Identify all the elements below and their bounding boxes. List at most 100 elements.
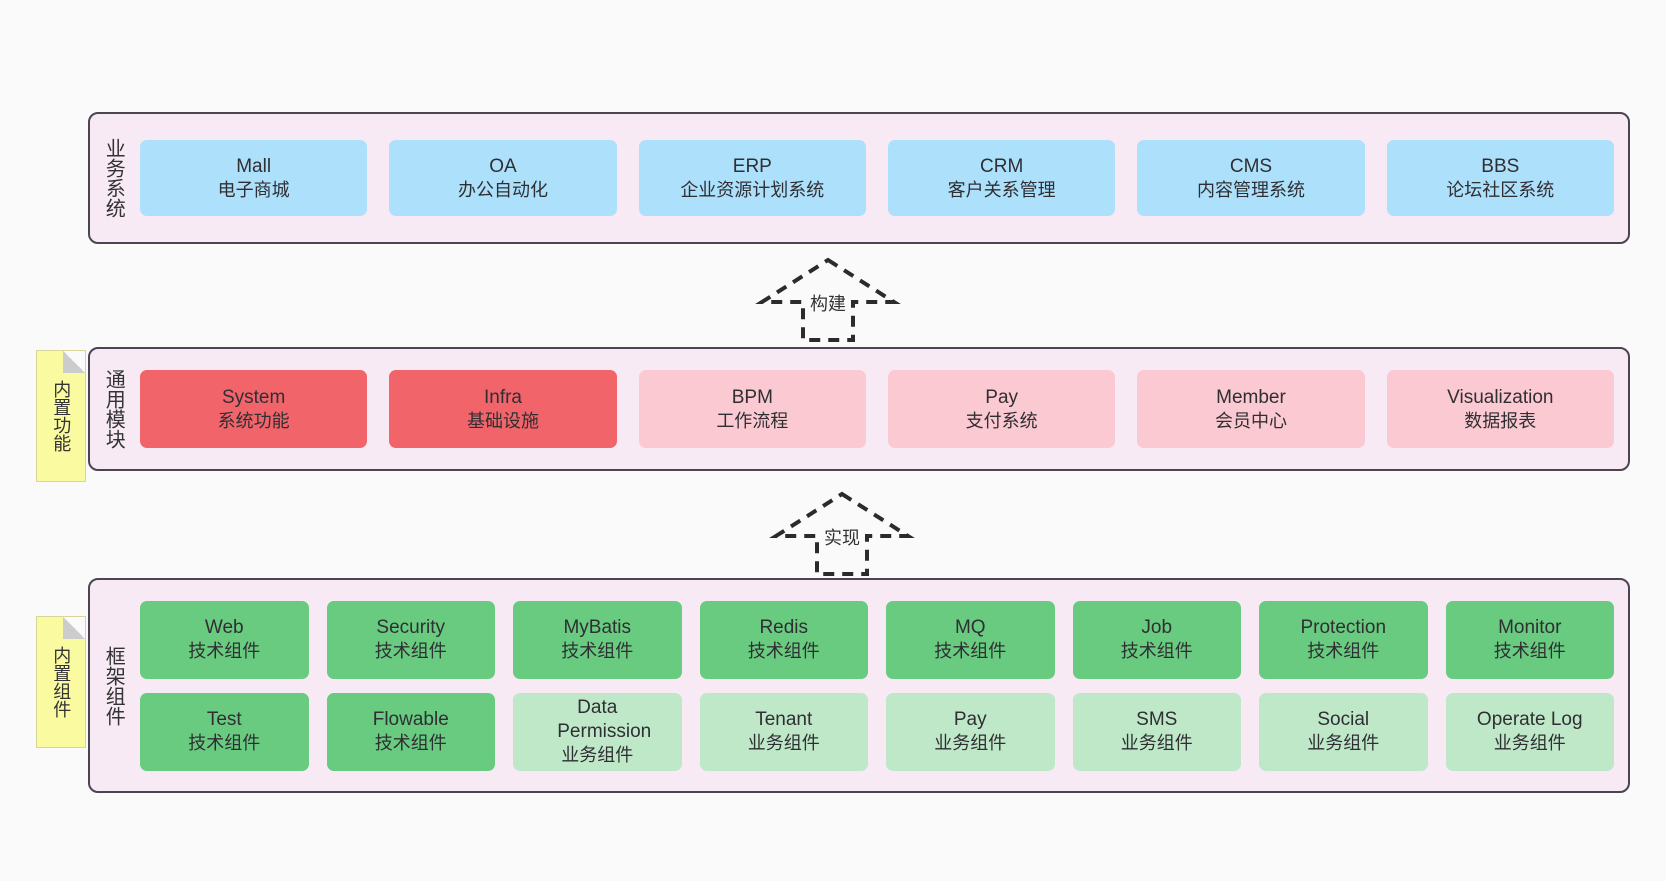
node-cms[interactable]: CMS 内容管理系统: [1137, 140, 1365, 216]
node-sms-en: SMS: [1136, 709, 1178, 731]
node-bpm[interactable]: BPM 工作流程: [638, 370, 866, 448]
layer-common-module-body: System 系统功能 Infra 基础设施 BPM 工作流程 Pay 支付系统…: [136, 349, 1628, 469]
node-tenant[interactable]: Tenant 业务组件: [699, 692, 868, 771]
framework-tech-row: Web 技术组件 Security 技术组件 MyBatis 技术组件 Redi…: [140, 600, 1614, 679]
framework-business-row: Test 技术组件 Flowable 技术组件 Data Permission …: [140, 692, 1614, 771]
node-member-cn: 会员中心: [1214, 410, 1287, 431]
node-infra-en: Infra: [483, 386, 522, 408]
node-test-cn: 技术组件: [188, 733, 261, 754]
node-pay-component-en: Pay: [953, 709, 987, 731]
node-tenant-en: Tenant: [755, 709, 813, 731]
node-security-en: Security: [376, 617, 446, 639]
node-oa[interactable]: OA 办公自动化: [389, 140, 617, 216]
node-data-permission-en: Data Permission: [557, 697, 652, 743]
node-redis-en: Redis: [759, 617, 809, 639]
node-mybatis-en: MyBatis: [563, 617, 632, 639]
node-redis-cn: 技术组件: [747, 641, 820, 662]
node-oa-cn: 办公自动化: [457, 179, 548, 200]
layer-framework-component: 框架组件 Web 技术组件 Security 技术组件 MyBatis 技术组件…: [88, 578, 1630, 793]
node-bpm-en: BPM: [731, 386, 773, 408]
node-cms-en: CMS: [1229, 155, 1273, 177]
node-member[interactable]: Member 会员中心: [1137, 370, 1365, 448]
node-crm[interactable]: CRM 客户关系管理: [887, 140, 1116, 216]
node-infra-cn: 基础设施: [466, 410, 539, 431]
node-visualization[interactable]: Visualization 数据报表: [1386, 370, 1614, 448]
node-system-cn: 系统功能: [217, 410, 290, 431]
node-redis[interactable]: Redis 技术组件: [699, 600, 868, 679]
node-erp-en: ERP: [732, 155, 772, 177]
node-mall-en: Mall: [236, 155, 272, 177]
node-bbs[interactable]: BBS 论坛社区系统: [1386, 140, 1614, 216]
layer-common-module-title: 通用模块: [102, 369, 125, 449]
node-flowable-cn: 技术组件: [374, 733, 447, 754]
node-job-en: Job: [1141, 617, 1173, 639]
node-mall-cn: 电子商城: [217, 179, 290, 200]
node-erp[interactable]: ERP 企业资源计划系统: [638, 140, 866, 216]
node-pay-component[interactable]: Pay 业务组件: [886, 692, 1055, 771]
node-sms[interactable]: SMS 业务组件: [1072, 692, 1241, 771]
node-web-en: Web: [204, 617, 244, 639]
connector-implement-arrow-icon: [769, 491, 915, 576]
node-cms-cn: 内容管理系统: [1196, 179, 1305, 200]
node-mall[interactable]: Mall 电子商城: [140, 140, 368, 216]
node-system-en: System: [221, 386, 286, 408]
common-module-row: System 系统功能 Infra 基础设施 BPM 工作流程 Pay 支付系统…: [140, 370, 1614, 448]
note-builtin-function-label: 内置功能: [51, 380, 72, 452]
node-social[interactable]: Social 业务组件: [1259, 692, 1428, 771]
node-security-cn: 技术组件: [374, 641, 447, 662]
node-flowable[interactable]: Flowable 技术组件: [326, 692, 495, 771]
node-web[interactable]: Web 技术组件: [140, 600, 309, 679]
note-builtin-component-label: 内置组件: [51, 646, 72, 718]
node-oa-en: OA: [489, 155, 517, 177]
node-operate-log-cn: 业务组件: [1493, 733, 1566, 754]
node-web-cn: 技术组件: [188, 641, 261, 662]
node-test[interactable]: Test 技术组件: [140, 692, 309, 771]
node-monitor[interactable]: Monitor 技术组件: [1445, 600, 1614, 679]
connector-implement-label: 实现: [824, 528, 860, 548]
node-crm-cn: 客户关系管理: [947, 179, 1056, 200]
node-system[interactable]: System 系统功能: [140, 370, 368, 448]
node-pay-module[interactable]: Pay 支付系统: [887, 370, 1116, 448]
node-bbs-en: BBS: [1481, 155, 1520, 177]
connector-build-label: 构建: [810, 294, 846, 314]
node-social-cn: 业务组件: [1307, 733, 1380, 754]
node-monitor-cn: 技术组件: [1493, 641, 1566, 662]
node-pay-component-cn: 业务组件: [934, 733, 1007, 754]
node-data-permission[interactable]: Data Permission 业务组件: [513, 692, 682, 771]
node-operate-log[interactable]: Operate Log 业务组件: [1445, 692, 1614, 771]
connector-build-arrow-icon: [755, 257, 901, 342]
node-flowable-en: Flowable: [372, 709, 449, 731]
layer-framework-component-title: 框架组件: [102, 645, 125, 726]
node-protection-cn: 技术组件: [1307, 641, 1380, 662]
business-system-row: Mall 电子商城 OA 办公自动化 ERP 企业资源计划系统 CRM 客户关系…: [140, 140, 1614, 216]
layer-framework-component-body: Web 技术组件 Security 技术组件 MyBatis 技术组件 Redi…: [136, 580, 1628, 791]
node-social-en: Social: [1317, 709, 1370, 731]
node-operate-log-en: Operate Log: [1476, 709, 1583, 731]
node-pay-module-cn: 支付系统: [965, 410, 1038, 431]
layer-business-system: 业务系统 Mall 电子商城 OA 办公自动化 ERP 企业资源计划系统 CRM…: [88, 112, 1630, 244]
node-bpm-cn: 工作流程: [716, 410, 789, 431]
node-bbs-cn: 论坛社区系统: [1446, 179, 1555, 200]
node-data-permission-cn: 业务组件: [561, 745, 634, 766]
layer-common-module: 通用模块 System 系统功能 Infra 基础设施 BPM 工作流程 Pay…: [88, 347, 1630, 471]
node-visualization-cn: 数据报表: [1464, 410, 1537, 431]
node-mybatis-cn: 技术组件: [561, 641, 634, 662]
node-mq[interactable]: MQ 技术组件: [886, 600, 1055, 679]
node-infra[interactable]: Infra 基础设施: [389, 370, 617, 448]
connector-build: 构建: [755, 257, 901, 342]
node-mybatis[interactable]: MyBatis 技术组件: [513, 600, 682, 679]
node-protection[interactable]: Protection 技术组件: [1259, 600, 1428, 679]
node-test-en: Test: [206, 709, 242, 731]
node-job[interactable]: Job 技术组件: [1072, 600, 1241, 679]
node-security[interactable]: Security 技术组件: [326, 600, 495, 679]
node-visualization-en: Visualization: [1447, 386, 1554, 408]
node-crm-en: CRM: [980, 155, 1024, 177]
connector-implement: 实现: [769, 491, 915, 576]
node-tenant-cn: 业务组件: [747, 733, 820, 754]
layer-business-system-title: 业务系统: [102, 138, 125, 218]
note-builtin-component: 内置组件: [36, 616, 86, 748]
node-protection-en: Protection: [1300, 617, 1387, 639]
node-erp-cn: 企业资源计划系统: [680, 179, 825, 200]
node-mq-cn: 技术组件: [934, 641, 1007, 662]
